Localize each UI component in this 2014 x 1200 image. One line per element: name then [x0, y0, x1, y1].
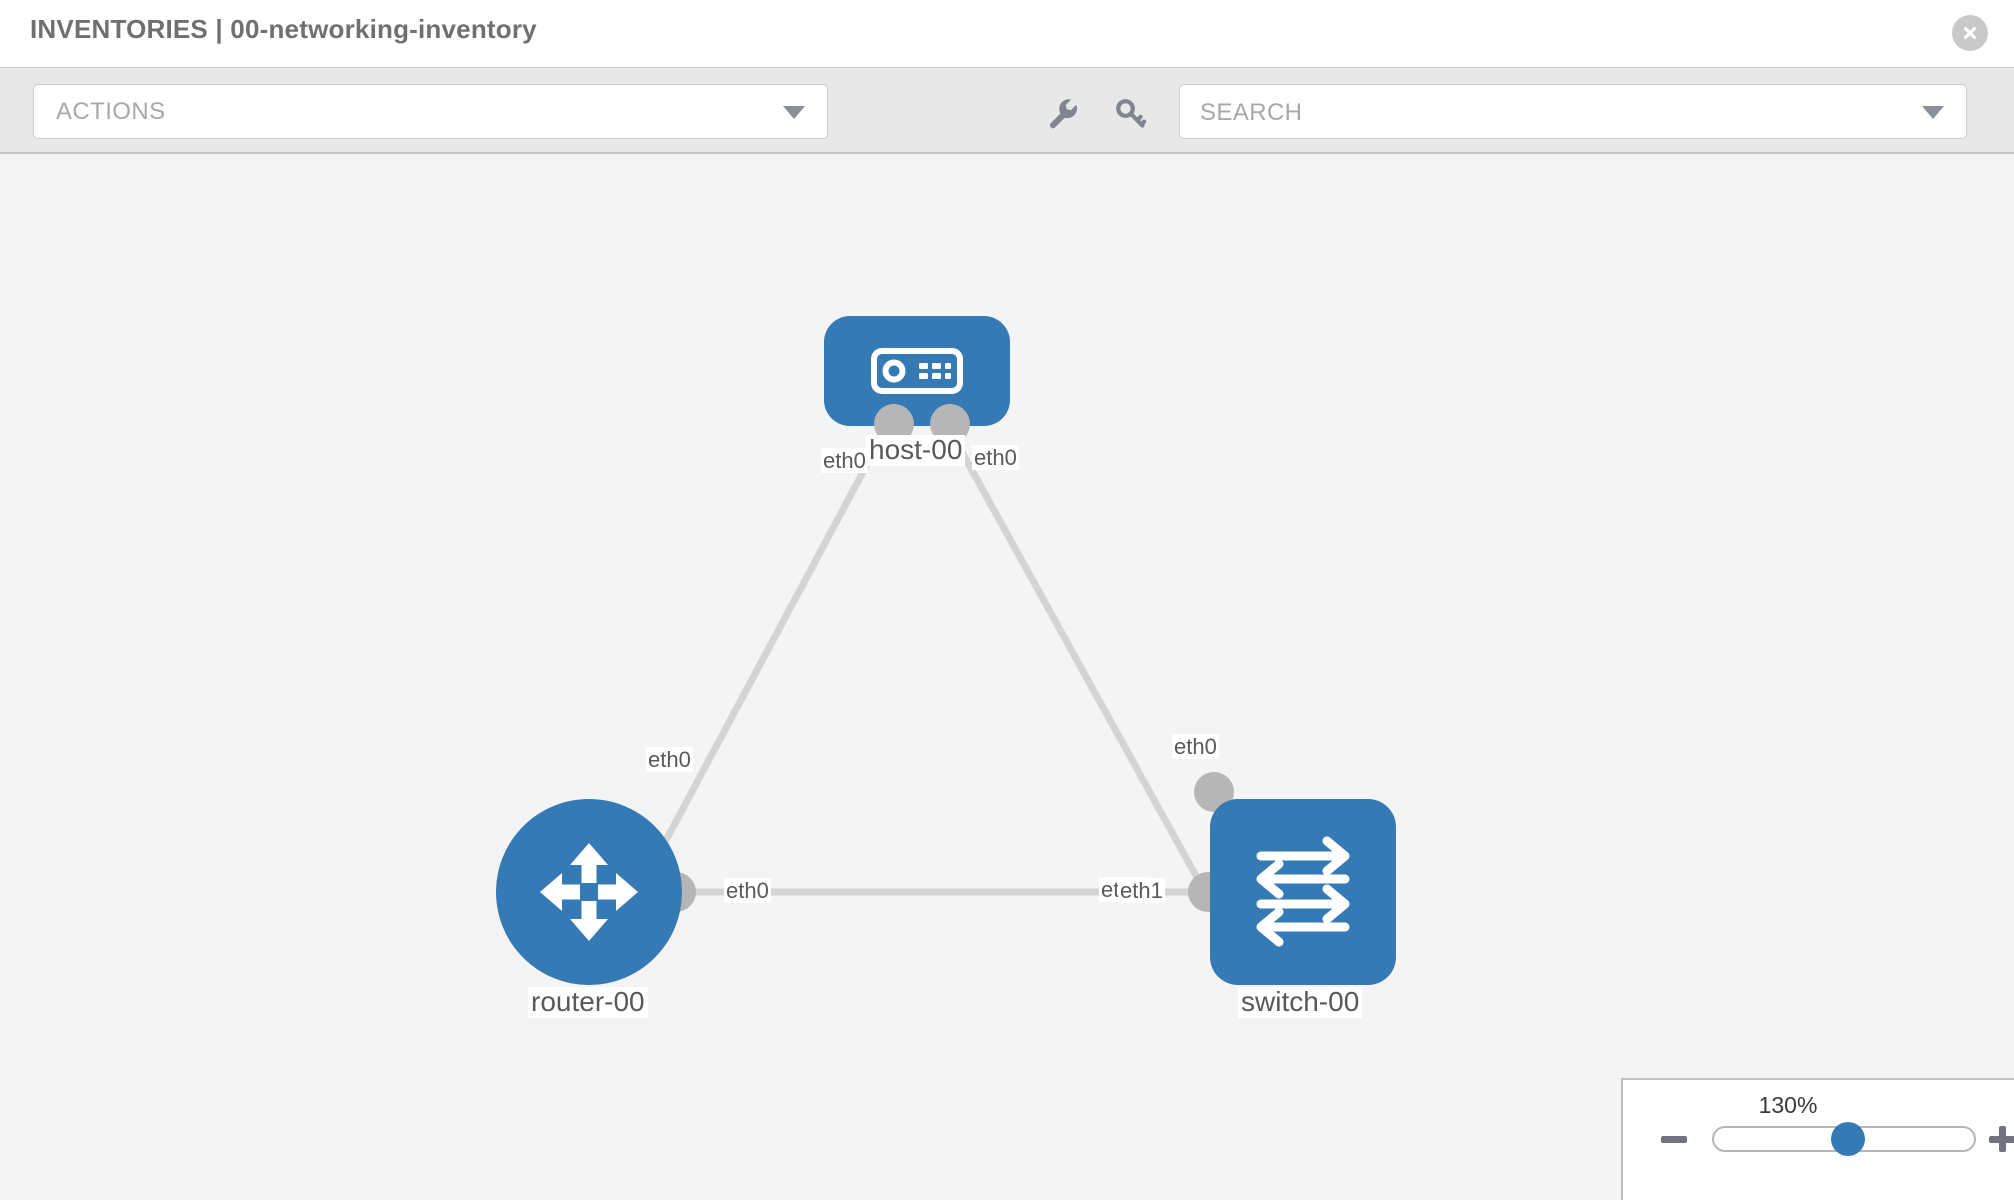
zoom-slider-thumb[interactable] — [1831, 1122, 1865, 1156]
link-host-router — [622, 414, 897, 917]
iface-host-eth0-right: eth0 — [972, 445, 1019, 471]
actions-dropdown-label: ACTIONS — [56, 98, 166, 125]
zoom-control-panel: 130% — [1621, 1078, 2014, 1200]
toolbar: ACTIONS — [0, 68, 2014, 154]
search-input-wrapper[interactable] — [1179, 84, 1967, 139]
node-switch-00[interactable] — [1188, 772, 1396, 985]
topology-links — [622, 414, 1236, 943]
iface-router-eth0-up: eth0 — [646, 747, 693, 773]
plus-icon[interactable] — [1989, 1126, 2014, 1152]
iface-switch-eth1-left: eth1 — [1118, 878, 1165, 904]
link-host-switch — [938, 414, 1236, 943]
iface-host-eth0-left: eth0 — [821, 448, 868, 474]
node-switch-00-label: switch-00 — [1238, 986, 1363, 1018]
page-header: INVENTORIES | 00-networking-inventory — [0, 0, 2014, 68]
node-router-00-shape — [496, 799, 682, 985]
actions-dropdown[interactable]: ACTIONS — [33, 84, 828, 139]
node-host-00[interactable] — [824, 316, 1010, 444]
chevron-down-icon[interactable] — [1922, 106, 1944, 119]
zoom-level-value: 130% — [1758, 1092, 1818, 1118]
iface-router-eth0-right: eth0 — [724, 878, 771, 904]
page-title: INVENTORIES | 00-networking-inventory — [30, 14, 537, 44]
node-host-00-label: host-00 — [866, 434, 966, 466]
topology-canvas[interactable]: host-00 eth0 eth0 — [0, 154, 2014, 1200]
key-icon[interactable] — [1113, 96, 1147, 130]
router-four-arrows-icon — [540, 843, 638, 941]
node-router-00-label: router-00 — [528, 986, 648, 1018]
search-input[interactable] — [1198, 86, 1892, 139]
node-router-00[interactable] — [496, 799, 696, 985]
switch-arrows-icon — [1256, 836, 1350, 947]
close-icon[interactable] — [1952, 15, 1988, 51]
wrench-icon[interactable] — [1046, 96, 1080, 130]
iface-switch-eth0-up: eth0 — [1172, 734, 1219, 760]
server-appliance-icon — [871, 348, 963, 394]
chevron-down-icon — [783, 106, 805, 119]
node-host-00-shape — [824, 316, 1010, 426]
minus-icon[interactable] — [1661, 1136, 1687, 1143]
node-switch-00-shape — [1210, 799, 1396, 985]
